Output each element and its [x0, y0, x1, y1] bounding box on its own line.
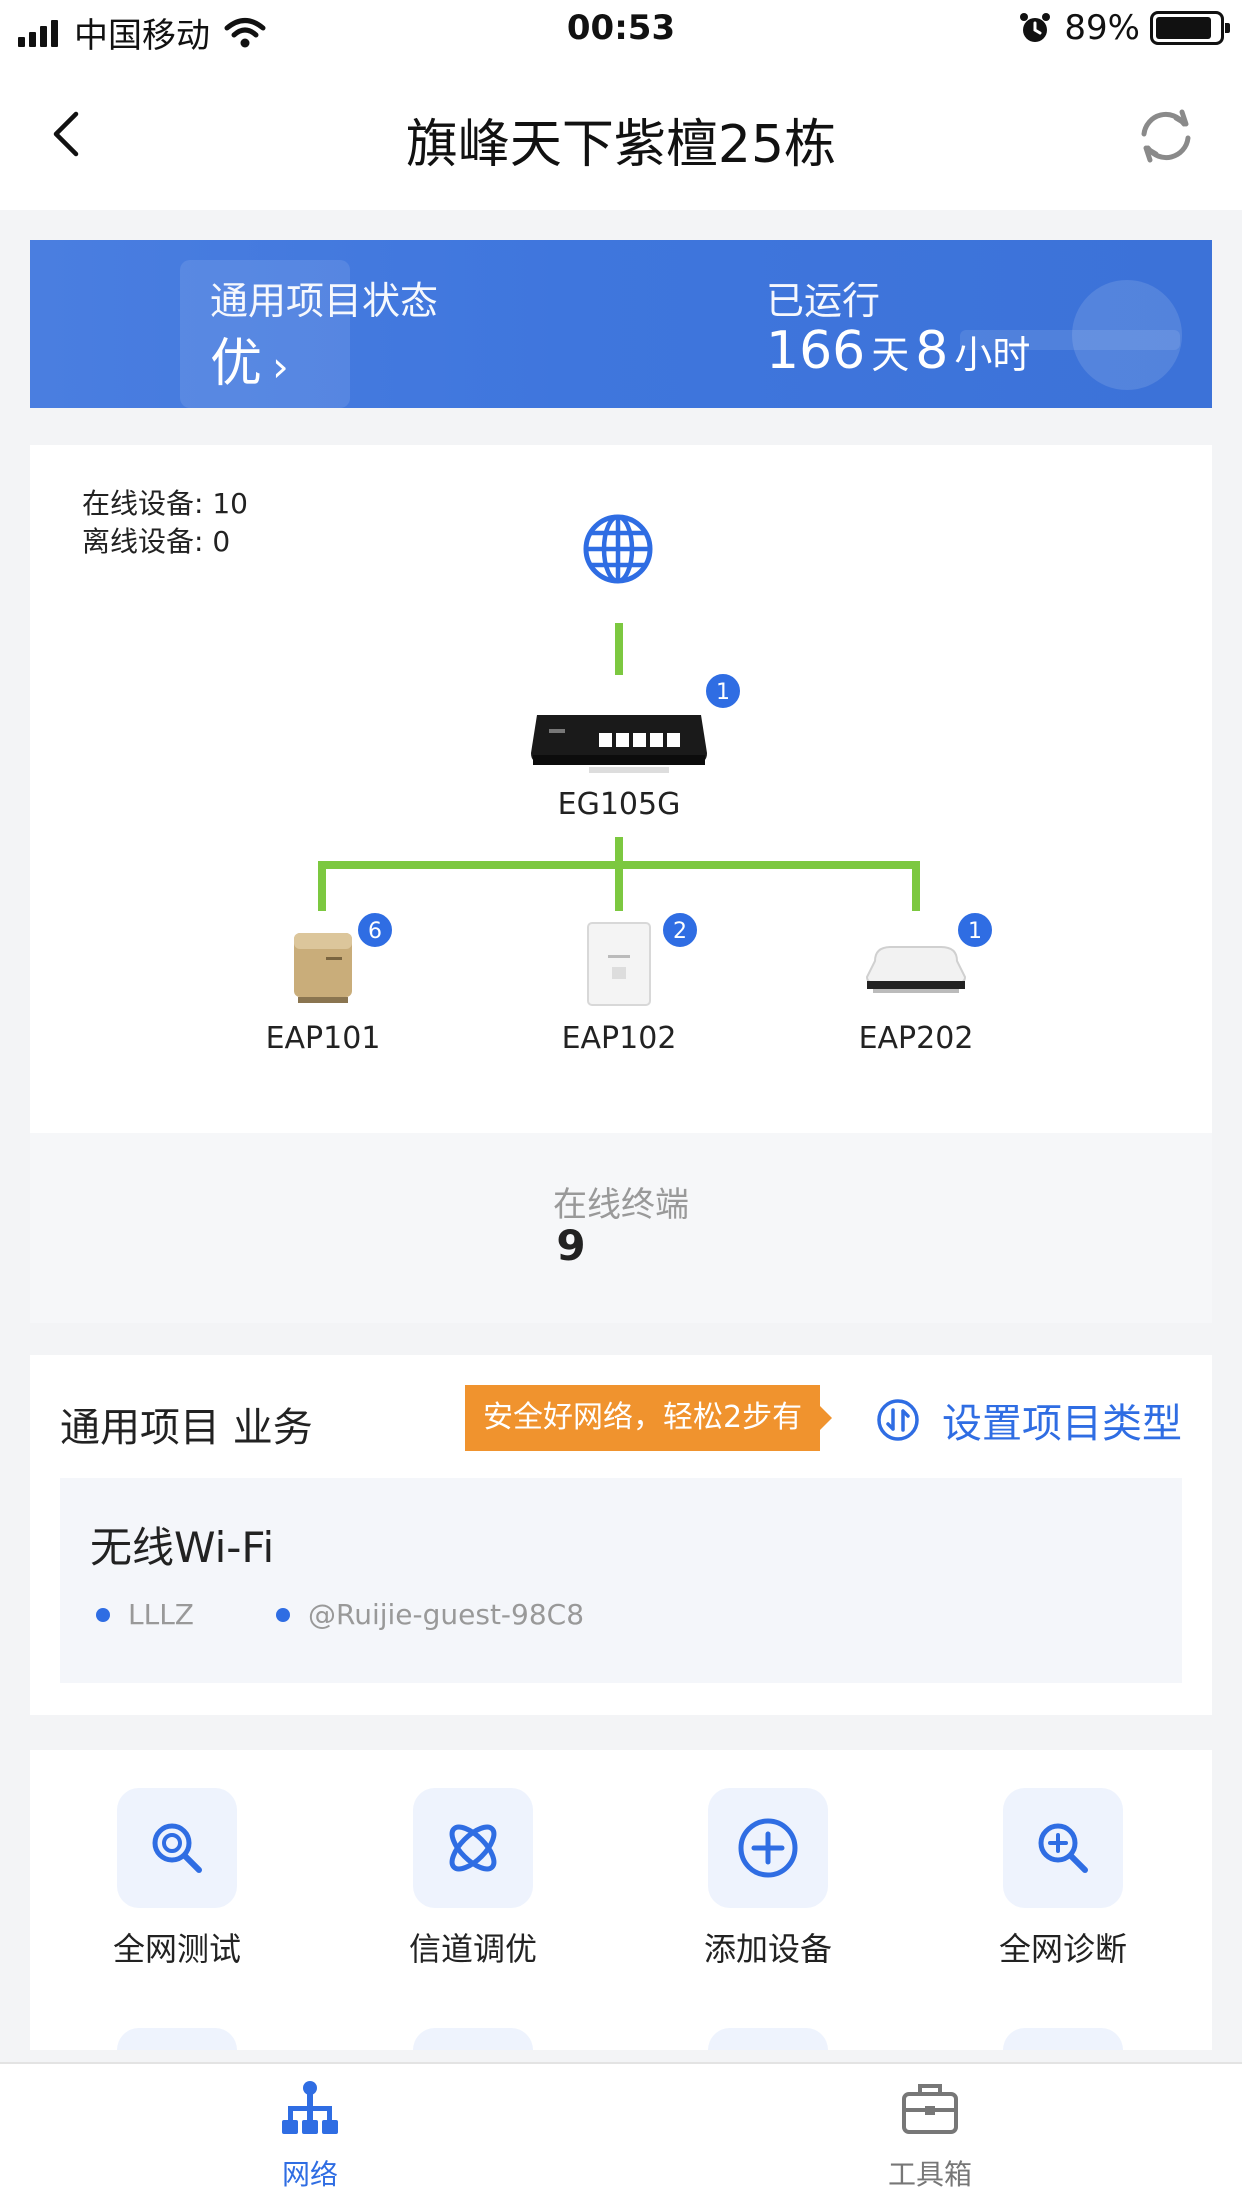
- tool-label: 添加设备: [703, 1930, 832, 1968]
- link-ap2: [615, 861, 623, 911]
- uptime-label: 已运行: [766, 279, 881, 323]
- tool-next-row: [413, 2028, 533, 2050]
- carrier-name: 中国移动: [74, 16, 210, 56]
- ssid-name: LLLZ: [128, 1598, 194, 1631]
- chevron-right-icon: ›: [272, 342, 289, 391]
- online-terminals[interactable]: 在线终端 9: [30, 1133, 1212, 1323]
- ap-outdoor-icon: [865, 946, 967, 993]
- channel-optimize-icon: [449, 1824, 497, 1872]
- link-ap3: [912, 861, 920, 911]
- business-card: 通用项目 业务 安全好网络，轻松2步有 设置项目类型 无线Wi-Fi LLLZ …: [30, 1355, 1212, 1715]
- tab-bar: 网络 工具箱: [0, 2062, 1242, 2208]
- ap-badge: 1: [956, 911, 994, 949]
- tool-label: 信道调优: [408, 1930, 537, 1968]
- tool-network-diagnose[interactable]: 全网诊断: [963, 1788, 1163, 1970]
- hours-unit: 小时: [954, 333, 1031, 377]
- network-tab-icon: [282, 2081, 338, 2134]
- router-icon: [531, 715, 707, 773]
- status-left: 中国移动: [18, 8, 266, 57]
- online-devices: 在线设备: 10: [82, 487, 248, 520]
- status-bar: 中国移动 00:53 89%: [0, 0, 1242, 62]
- ap-name: EAP102: [561, 1021, 677, 1056]
- ap-name: EAP202: [858, 1021, 974, 1056]
- ap-badge: 6: [356, 911, 394, 949]
- tool-channel-optimize[interactable]: 信道调优: [373, 1788, 573, 1970]
- tools-grid: 全网测试 信道调优 添加设备: [30, 1750, 1212, 2050]
- tool-network-test[interactable]: 全网测试: [77, 1788, 277, 1970]
- battery-percent: 89%: [1064, 8, 1140, 48]
- wifi-title: 无线Wi-Fi: [90, 1523, 275, 1572]
- gateway-device[interactable]: EG105G: [519, 693, 719, 822]
- tool-label: 全网测试: [112, 1930, 241, 1968]
- project-status-label: 通用项目状态: [210, 279, 439, 323]
- alarm-icon: [1020, 13, 1051, 42]
- ssid-dot: [96, 1607, 110, 1622]
- days-unit: 天: [871, 333, 910, 377]
- link-ap1: [318, 861, 326, 911]
- wifi-service[interactable]: 无线Wi-Fi LLLZ @Ruijie-guest-98C8: [60, 1478, 1182, 1683]
- set-project-type-button[interactable]: 设置项目类型: [876, 1391, 1182, 1449]
- tool-next-row: [1003, 2028, 1123, 2050]
- internet-globe-icon: [583, 514, 653, 584]
- signal-icon: [18, 19, 62, 47]
- network-diagnose-icon: [1038, 1823, 1088, 1873]
- tool-next-row: [117, 2028, 237, 2050]
- ssid-item: @Ruijie-guest-98C8: [276, 1598, 584, 1631]
- gateway-badge: 1: [704, 672, 742, 710]
- ap-device[interactable]: EAP101: [223, 921, 423, 1056]
- tool-add-device[interactable]: 添加设备: [668, 1788, 868, 1970]
- banner-decoration: [180, 260, 350, 408]
- network-test-icon: [152, 1823, 202, 1873]
- set-project-type-label: 设置项目类型: [942, 1401, 1182, 1447]
- online-terminals-label: 在线终端: [553, 1185, 689, 1225]
- ssid-dot: [276, 1607, 290, 1622]
- network-topology: 在线设备: 10 离线设备: 0: [30, 445, 1212, 1133]
- ap-device[interactable]: EAP202: [816, 921, 1016, 1056]
- uptime: 已运行 166 天 8 小时: [766, 270, 1036, 381]
- online-terminals-value: 9: [556, 1221, 586, 1270]
- battery-icon: [1150, 11, 1230, 45]
- link-internet-gateway: [615, 623, 623, 675]
- project-status[interactable]: 通用项目状态 优 ›: [210, 270, 438, 396]
- tab-label: 网络: [281, 2158, 338, 2191]
- page-title: 旗峰天下紫檀25栋: [405, 115, 837, 175]
- ap-device[interactable]: EAP102: [519, 921, 719, 1056]
- tool-label: 全网诊断: [998, 1930, 1127, 1968]
- banner-decoration: [960, 330, 1180, 350]
- status-right: 89%: [1018, 8, 1230, 48]
- tab-network[interactable]: 网络: [210, 2076, 410, 2193]
- uptime-days: 166: [766, 321, 866, 381]
- ap-panel-icon: [587, 922, 651, 1006]
- tab-label: 工具箱: [887, 2158, 972, 2191]
- ssid-item: LLLZ: [96, 1598, 194, 1631]
- refresh-icon[interactable]: [1130, 100, 1202, 172]
- offline-devices: 离线设备: 0: [82, 525, 231, 558]
- uptime-hours: 8: [915, 321, 949, 381]
- banner-decoration: [1072, 280, 1182, 390]
- back-arrow-icon[interactable]: [40, 104, 100, 164]
- ap-badge: 2: [661, 911, 699, 949]
- status-time: 00:53: [566, 8, 676, 48]
- project-status-value: 优: [210, 334, 263, 394]
- nav-bar: 旗峰天下紫檀25栋: [0, 62, 1242, 210]
- tab-toolbox[interactable]: 工具箱: [830, 2076, 1030, 2193]
- battery-fill: [1156, 17, 1212, 39]
- ap-gold-icon: [294, 933, 352, 1003]
- promo-tag[interactable]: 安全好网络，轻松2步有: [465, 1385, 833, 1451]
- wifi-icon: [224, 17, 266, 47]
- ssid-name: @Ruijie-guest-98C8: [308, 1598, 585, 1631]
- device-counts: 在线设备: 10 离线设备: 0: [82, 485, 248, 561]
- gateway-name: EG105G: [557, 787, 681, 822]
- project-banner: 通用项目状态 优 › 已运行 166 天 8 小时: [30, 240, 1212, 408]
- tool-next-row: [708, 2028, 828, 2050]
- add-device-icon: [738, 1818, 798, 1878]
- switch-type-icon: [877, 1399, 919, 1441]
- toolbox-tab-icon: [902, 2084, 958, 2134]
- business-title: 通用项目 业务: [60, 1405, 313, 1451]
- ap-name: EAP101: [265, 1021, 381, 1056]
